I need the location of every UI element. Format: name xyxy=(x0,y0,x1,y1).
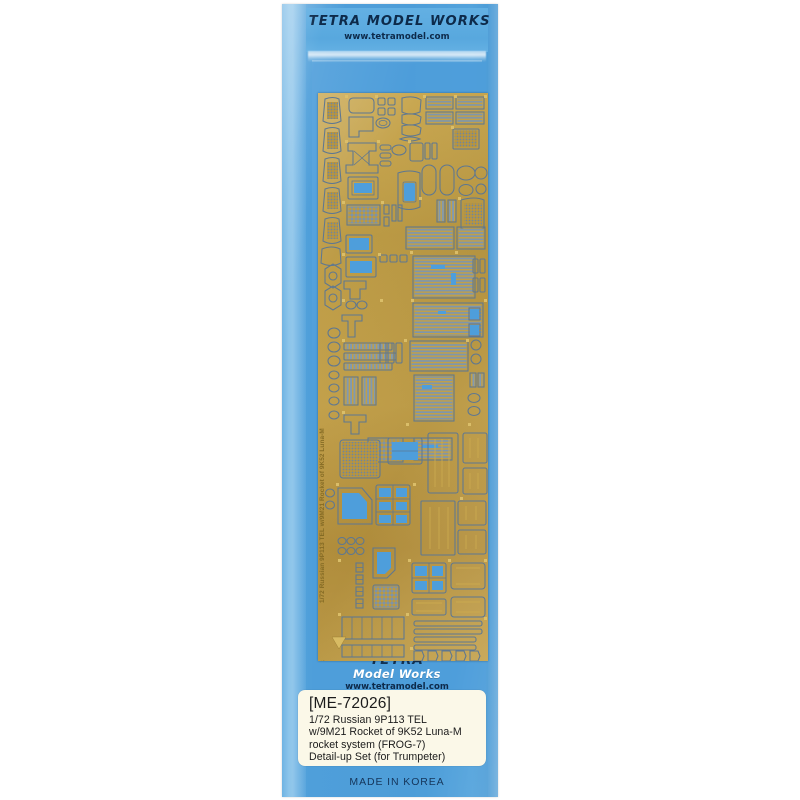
product-description: 1/72 Russian 9P113 TEL w/9M21 Rocket of … xyxy=(309,714,486,764)
bag-header-band: TETRA MODEL WORKS www.tetramodel.com xyxy=(306,8,491,52)
fret-etched-marking-secondary: TETRA MODEL WORKS xyxy=(321,608,332,661)
brand-url: www.tetramodel.com xyxy=(344,32,450,42)
footer-brand-subtitle: Model Works xyxy=(353,667,441,681)
product-label: [ME-72026] 1/72 Russian 9P113 TEL w/9M21… xyxy=(298,690,486,766)
product-code: [ME-72026] xyxy=(309,695,392,712)
fret-marking-text-2: TETRA MODEL WORKS xyxy=(321,608,327,661)
bag-right-seal-edge xyxy=(488,4,498,797)
footer-brand-url: www.tetramodel.com xyxy=(345,682,449,692)
product-description-line: Detail-up Set (for Trumpeter) xyxy=(309,751,446,764)
product-description-line: w/9M21 Rocket of 9K52 Luna-M xyxy=(309,726,462,739)
photo-etch-brass-fret: .ol { fill:none; stroke:#5d7792; stroke-… xyxy=(318,93,488,661)
product-description-line: rocket system (FROG-7) xyxy=(309,738,426,751)
fret-parts-artwork: .ol { fill:none; stroke:#5d7792; stroke-… xyxy=(320,95,488,661)
brand-name: TETRA MODEL WORKS xyxy=(308,13,491,29)
product-description-line: 1/72 Russian 9P113 TEL xyxy=(309,714,427,726)
fret-etched-marking: 1/72 Russian 9P113 TEL w/9M21 Rocket of … xyxy=(319,273,331,603)
bag-left-seal-edge xyxy=(282,4,306,797)
bag-crinkle-highlight xyxy=(308,51,486,62)
made-in-text: MADE IN KOREA xyxy=(349,776,445,788)
fret-marking-text: 1/72 Russian 9P113 TEL w/9M21 Rocket of … xyxy=(319,428,326,603)
